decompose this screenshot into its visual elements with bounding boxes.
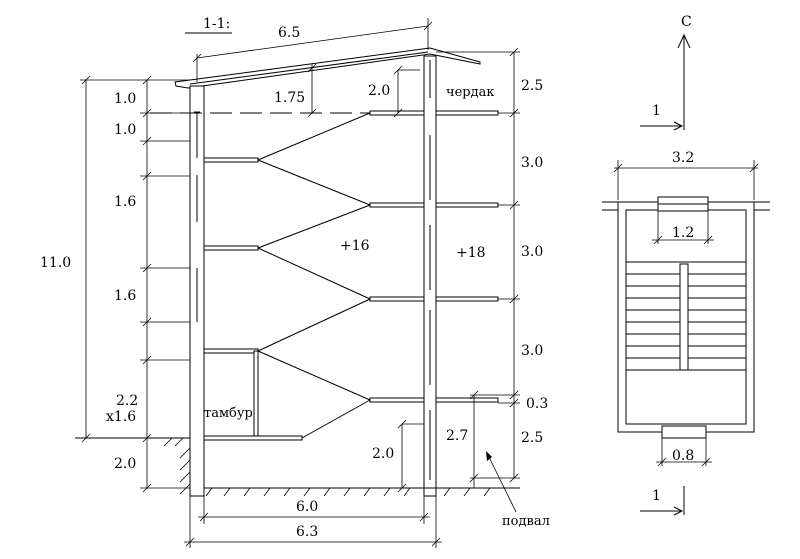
dim-right-5: 0.3 (526, 396, 548, 412)
floor-right-3 (435, 397, 499, 403)
left-dim-extensions (80, 79, 190, 489)
vestibule-wall (253, 350, 259, 437)
dim-roof-1: 1.75 (274, 90, 305, 106)
plan-door-label: 0.8 (672, 448, 694, 464)
basement-label: подвал (502, 514, 550, 529)
dim-left-6: x1.6 (106, 409, 136, 425)
plan-width-label: 3.2 (672, 150, 694, 166)
dim-basement-2: 2.7 (446, 428, 468, 444)
stair-flight (257, 247, 371, 300)
dim-right-1: 2.5 (521, 78, 543, 94)
attic-floor-right (435, 110, 499, 116)
dim-roof-2: 2.0 (368, 83, 390, 99)
plan-view: С 1 1 3.2 1.2 (602, 14, 770, 516)
floor-right-2 (435, 296, 499, 302)
basement-hatch (205, 487, 491, 497)
cut-arrow-bottom (673, 506, 684, 516)
tick (393, 65, 403, 75)
stair-flight (257, 204, 371, 249)
dim-bottom-1: 6.0 (296, 499, 318, 515)
dim-right-2: 3.0 (521, 155, 543, 171)
landing-left-2 (203, 245, 259, 251)
dim-right-6: 2.5 (521, 430, 543, 446)
dim-left-1: 1.0 (114, 91, 136, 107)
section-title: 1-1: (203, 16, 230, 32)
roof (174, 47, 481, 89)
cut-label-top: 1 (652, 103, 661, 119)
left-dim-ticks (81, 75, 152, 493)
plan-window-label: 1.2 (672, 225, 694, 241)
basement-leader-arrow (486, 451, 492, 461)
right-dim-ticks (509, 47, 519, 483)
dim-left-4: 1.6 (114, 288, 136, 304)
dim-left-5: 2.2 (116, 393, 138, 409)
ground-hatch (163, 437, 191, 495)
dim-left-7: 2.0 (114, 456, 136, 472)
landing-left-3 (203, 348, 259, 354)
tick (307, 108, 317, 118)
attic-label: чердак (446, 85, 495, 100)
north-label: С (681, 14, 692, 30)
dim-right-3: 3.0 (521, 244, 543, 260)
floor-right-1 (435, 202, 499, 208)
landing-right-3 (369, 397, 425, 403)
temp-stair: +16 (340, 238, 370, 254)
stair-flight (257, 112, 371, 161)
tick (192, 53, 202, 63)
north-arrow-head (677, 33, 691, 49)
stair-flight (257, 350, 371, 401)
dim-bottom-2: 6.3 (296, 524, 318, 540)
tick (393, 108, 403, 118)
section-view: 1-1: 6.5 чердак (40, 16, 550, 548)
tick (307, 63, 317, 73)
basement-leader (487, 454, 517, 513)
dim-total-height: 11.0 (40, 255, 71, 271)
ground-floor-slab (203, 435, 303, 441)
landing-right-2 (369, 296, 425, 302)
landing-right-1 (369, 202, 425, 208)
cut-label-bottom: 1 (652, 488, 661, 504)
dim-left-2: 1.0 (114, 122, 136, 138)
roof-span-dim-line (196, 25, 429, 59)
right-dim-extensions (436, 51, 520, 479)
dim-right-4: 3.0 (521, 343, 543, 359)
cut-arrow-top (673, 121, 684, 131)
tick (423, 21, 433, 31)
dim-left-3: 1.6 (114, 194, 136, 210)
stair-flight (257, 298, 371, 352)
dim-basement-1: 2.0 (372, 446, 394, 462)
landing-left-1 (203, 157, 259, 163)
roof-inner-line (189, 51, 429, 85)
stair-flight-ground (301, 399, 371, 439)
vestibule-label: тамбур (204, 406, 253, 421)
roof-span-label: 6.5 (278, 25, 300, 41)
plan-door (661, 425, 707, 439)
plan-stair-well (679, 263, 689, 371)
stair-flight (257, 159, 371, 206)
temp-room: +18 (456, 245, 486, 261)
